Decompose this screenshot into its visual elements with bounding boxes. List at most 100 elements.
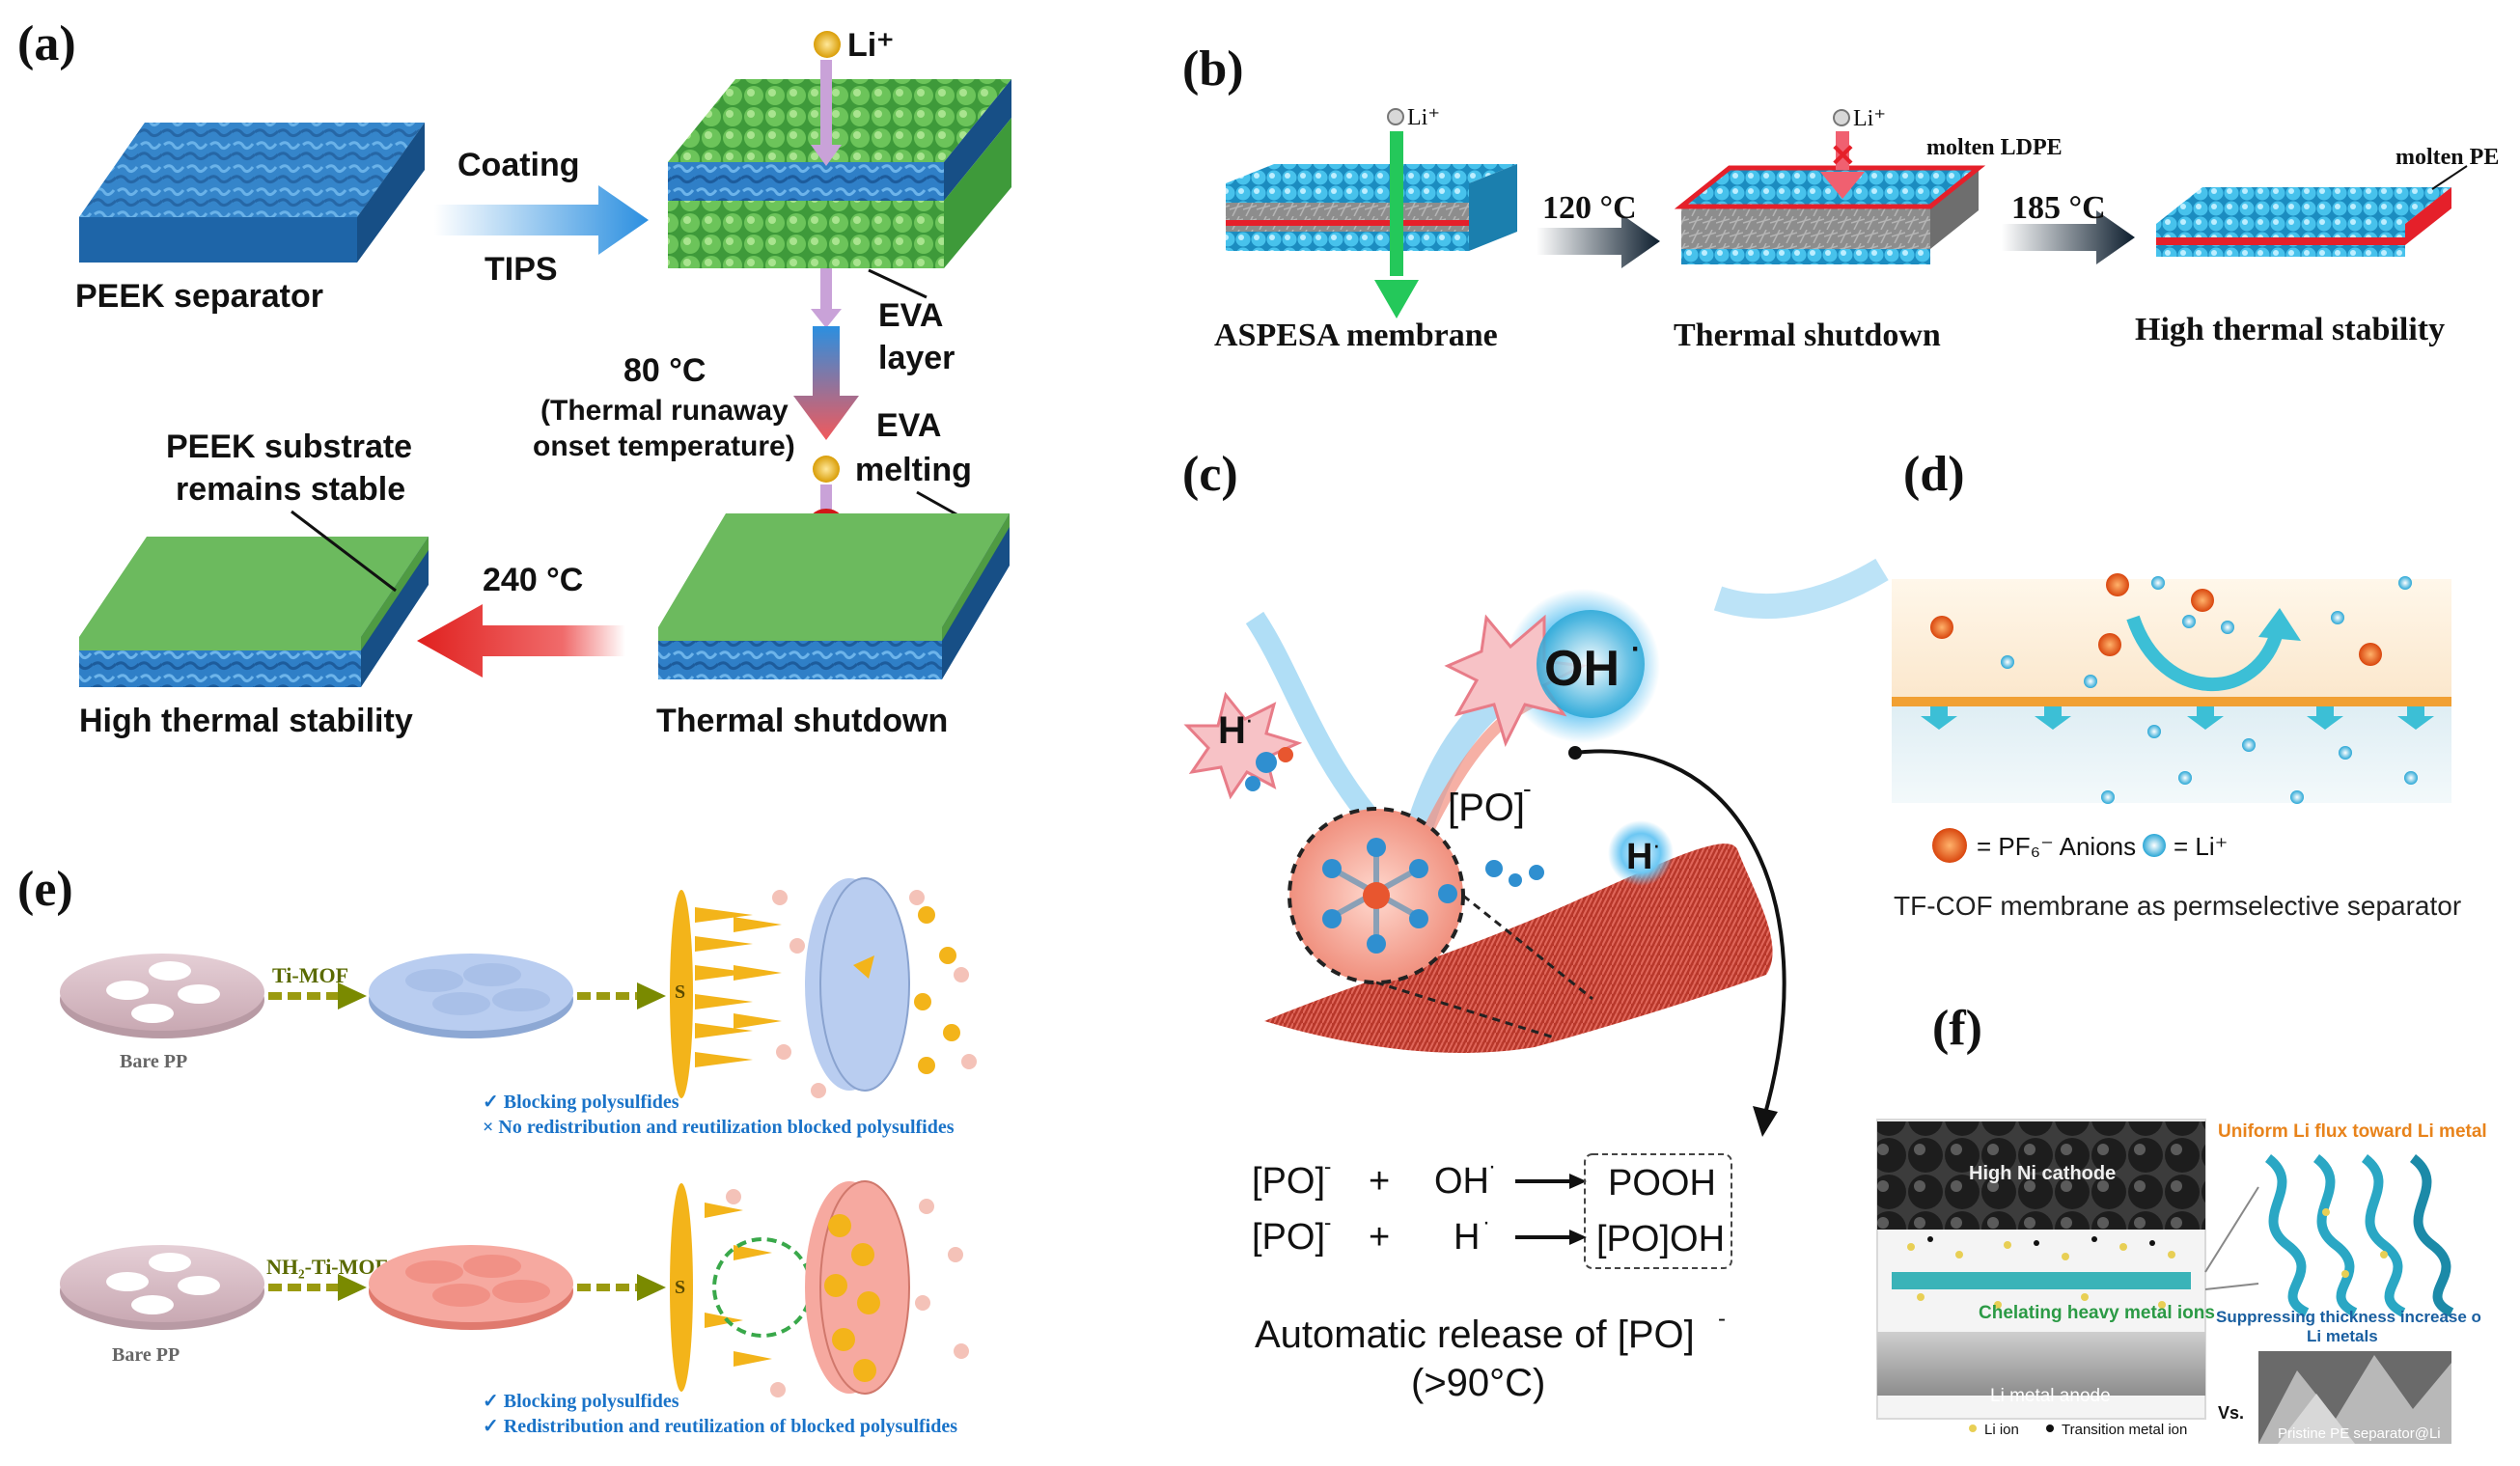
substrate-pointer [291, 510, 397, 593]
bare-pp-disc-2 [60, 1245, 264, 1330]
temp-240-label: 240 °C [483, 562, 583, 598]
po-label: [PO] [1448, 787, 1525, 829]
tips-label: TIPS [485, 251, 558, 288]
h-right-label: H [1626, 837, 1652, 877]
h-right-glow [1608, 820, 1674, 886]
arrow-185 [2002, 210, 2135, 264]
arrow-120 [1537, 214, 1660, 268]
li-ion-icon-b1 [1387, 108, 1404, 125]
molten-ldpe-label: molten LDPE [1926, 135, 2063, 160]
eq1-arrow-head [1569, 1174, 1587, 1189]
li-ion-icon-b2 [1833, 109, 1850, 126]
li-ion-label-b2: Li⁺ [1853, 106, 1886, 131]
legend-li-icon [2143, 834, 2166, 857]
li-down-arrow-top [820, 60, 832, 147]
mof-side-view-1 [805, 877, 910, 1092]
li-metal-anode [1877, 1332, 2205, 1396]
red-arrow-block-head [1820, 172, 1865, 199]
li-down-arrow-top-head [811, 145, 842, 166]
panel-c-label: (c) [1182, 447, 1238, 502]
d-curved-arrow [2126, 615, 2285, 692]
oh-star-burst [1444, 614, 1589, 748]
pf6-anions [1930, 573, 2382, 666]
note-2a: ✓ Blocking polysulfides [483, 1391, 679, 1412]
curved-arrow [1574, 749, 1786, 1111]
caption-c-1: Automatic release of [PO] [1255, 1314, 1695, 1356]
d-bottom-region [1892, 706, 2451, 803]
legend-tm-dot [2046, 1425, 2054, 1432]
sulfur-cathode-2: S [670, 1183, 693, 1392]
panel-c: (c) OH · H · [1182, 447, 1889, 1404]
h-left-dot: · [1245, 705, 1254, 733]
temp-down-arrow [793, 326, 859, 440]
temp-80-label: 80 °C [623, 352, 706, 389]
eq2-b: H [1454, 1217, 1480, 1258]
ti-mof-label: Ti-MOF [272, 963, 348, 987]
eq1-a: [PO] [1252, 1161, 1325, 1202]
peek-separator-slab [79, 123, 425, 263]
coated-separator [668, 79, 1011, 268]
polysulfide-chains-1 [695, 907, 782, 1067]
pink-droplets-2 [726, 1189, 969, 1397]
stable-slab [79, 537, 429, 687]
legend-li-ion: Li ion [1984, 1422, 2019, 1438]
eq1-a-charge: - [1324, 1154, 1331, 1178]
eq2-arrow-head [1569, 1230, 1587, 1245]
suppress-label-1: Suppressing thickness increase o [2216, 1308, 2481, 1326]
f-ions [1907, 1236, 2175, 1309]
legend-anion-label: = PF₆⁻ Anions [1977, 832, 2136, 861]
eq1-b: OH [1434, 1161, 1489, 1202]
d-down-arrows [1921, 706, 2434, 730]
small-ions [1485, 860, 1544, 887]
eq1-b-dot: · [1488, 1153, 1496, 1179]
eva-layer-label-1: EVA [878, 297, 943, 334]
eq2-plus: + [1369, 1217, 1390, 1258]
note-1a: ✓ Blocking polysulfides [483, 1092, 679, 1113]
pristine-label: Pristine PE separator@Li [2278, 1425, 2441, 1442]
panel-b: (b) Li⁺ ASPESA membrane 120 °C Li⁺ [1182, 41, 2499, 353]
pink-droplets-1 [772, 890, 977, 1098]
runaway-label-1: (Thermal runaway [540, 395, 789, 427]
nh2-ti-mof-label: NH₂-Ti-MOF [266, 1255, 388, 1279]
shutdown-membrane [1674, 165, 1986, 264]
aspesa-membrane [1226, 164, 1517, 251]
block-cross-icon: ✕ [1830, 138, 1856, 173]
peek-separator-label: PEEK separator [75, 278, 323, 315]
anode-label: Li metal anode [1990, 1386, 2111, 1406]
d-orange-layer [1892, 697, 2451, 706]
eva-melting-label-1: EVA [876, 407, 941, 444]
cof-helix-structure [2264, 1154, 2454, 1317]
blue-wisp-1 [1245, 611, 1389, 838]
bare-pp-label-1: Bare PP [120, 1051, 187, 1072]
legend-anion-icon [1932, 828, 1967, 863]
olive-arrow-3 [338, 1274, 367, 1301]
substrate-label-1: PEEK substrate [166, 429, 412, 465]
green-arrow-pass [1390, 131, 1403, 276]
d-caption: TF-COF membrane as permselective separat… [1894, 891, 2461, 921]
li-down-arrow-mid-head [811, 309, 842, 328]
high-ni-cathode [1877, 1121, 2205, 1230]
panel-b-label: (b) [1182, 41, 1244, 97]
olive-arrow-4 [637, 1274, 666, 1301]
eq2-a-charge: - [1324, 1210, 1331, 1234]
eq2-product: [PO]OH [1596, 1219, 1725, 1259]
red-membrane-sheet [1264, 844, 1773, 1053]
panel-f-label: (f) [1932, 1001, 1982, 1056]
shutdown-b-label: Thermal shutdown [1674, 318, 1941, 353]
pristine-dendrite-image [2258, 1351, 2451, 1444]
temp-120-label: 120 °C [1542, 190, 1637, 226]
sulfur-cathode-1: S [670, 890, 693, 1098]
oh-sphere [1537, 610, 1645, 718]
li-ion-label-b1: Li⁺ [1407, 105, 1440, 130]
panel-d: (d) [1892, 447, 2461, 921]
h-left-star [1183, 691, 1303, 800]
suppress-label-2: Li metals [2307, 1327, 2378, 1345]
zoom-line-f2 [2204, 1283, 2259, 1290]
eq1-plus: + [1369, 1161, 1390, 1202]
li-ion-icon [814, 31, 841, 58]
high-stability-label: High thermal stability [79, 703, 413, 739]
coating-arrow [434, 185, 649, 255]
oh-label: OH [1544, 641, 1620, 697]
legend-tm-ion: Transition metal ion [2062, 1422, 2187, 1438]
